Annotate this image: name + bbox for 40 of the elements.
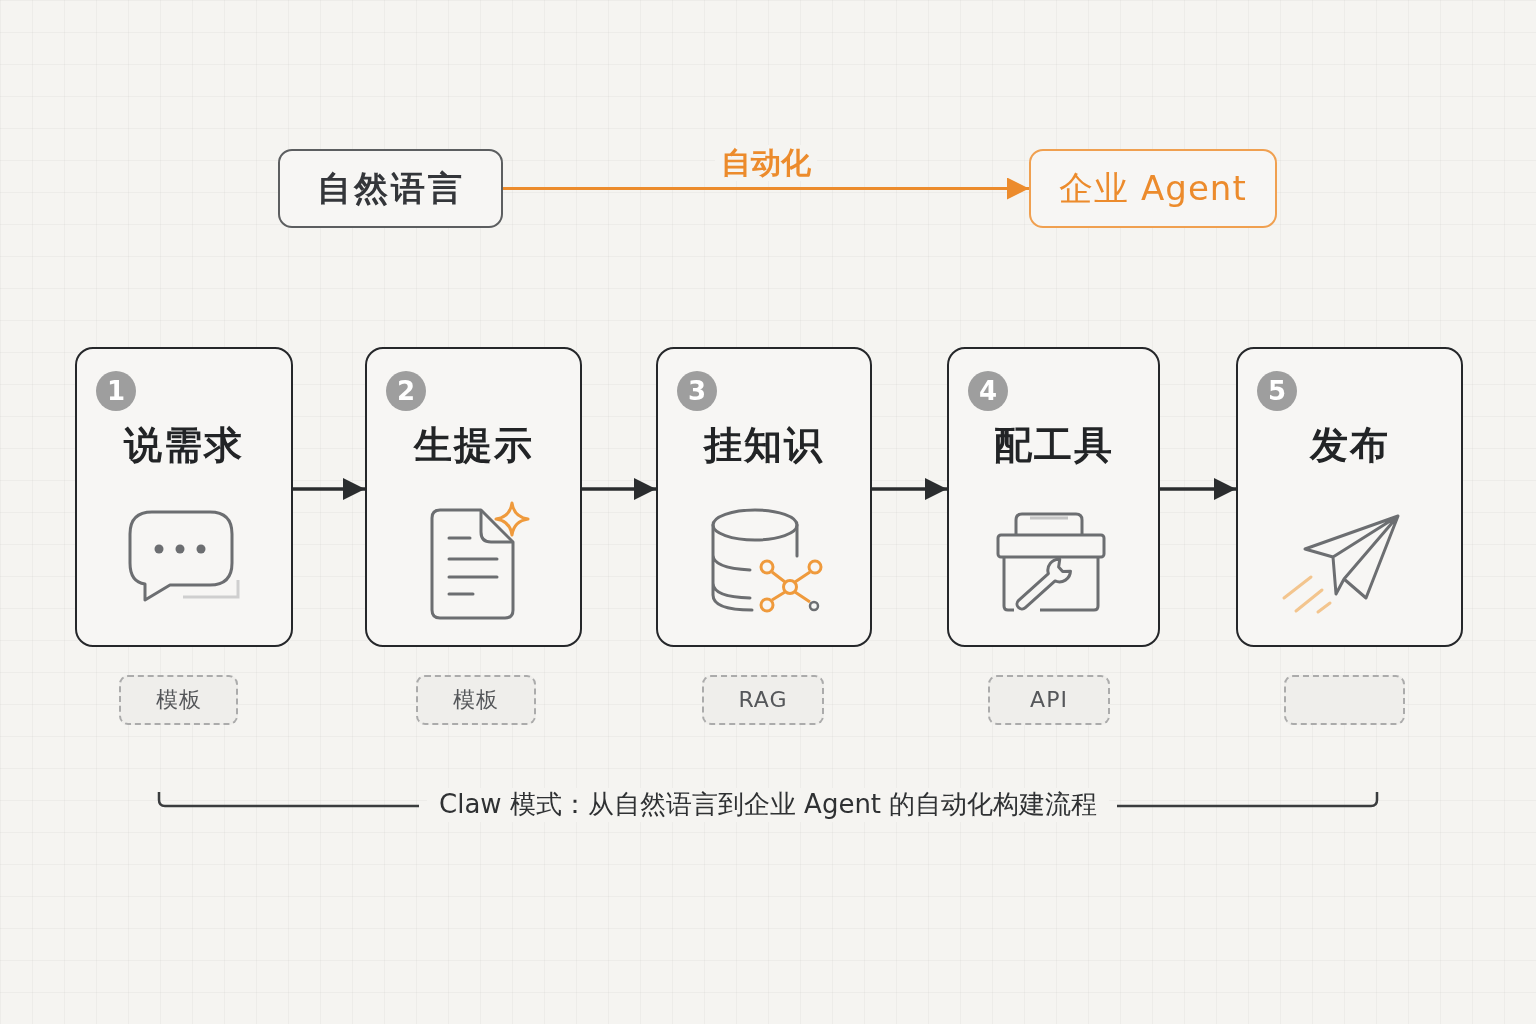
step-title: 挂知识 bbox=[704, 423, 824, 469]
tag-text: API bbox=[1030, 686, 1068, 714]
step-title: 发布 bbox=[1309, 423, 1390, 469]
step-number: 2 bbox=[396, 378, 416, 404]
dashed-tag bbox=[119, 675, 238, 725]
box-text: 企业 Agent bbox=[1059, 168, 1247, 209]
number-circle bbox=[1257, 371, 1297, 411]
number-circle bbox=[968, 371, 1008, 411]
step-title: 配工具 bbox=[993, 423, 1114, 469]
step-number: 4 bbox=[978, 378, 998, 404]
box-text: 自然语言 bbox=[316, 168, 465, 209]
dashed-tag bbox=[988, 675, 1110, 725]
tag-text: RAG bbox=[738, 686, 788, 714]
number-circle bbox=[386, 371, 426, 411]
dashed-tag bbox=[1284, 675, 1405, 725]
dashed-tag bbox=[702, 675, 824, 725]
arrow bbox=[582, 478, 656, 500]
label-box bbox=[278, 149, 503, 228]
number-circle bbox=[96, 371, 136, 411]
arrow bbox=[503, 177, 1029, 200]
step-card bbox=[75, 347, 293, 647]
arrow bbox=[293, 478, 365, 500]
highlight-box bbox=[1029, 149, 1277, 228]
step-number: 1 bbox=[106, 378, 126, 404]
step-number: 5 bbox=[1267, 378, 1287, 404]
number-circle bbox=[677, 371, 717, 411]
step-title: 生提示 bbox=[413, 423, 534, 469]
dashed-tag bbox=[416, 675, 536, 725]
tag-text: 模板 bbox=[453, 686, 499, 714]
step-card bbox=[365, 347, 582, 647]
arrow bbox=[872, 478, 947, 500]
arrow bbox=[1160, 478, 1236, 500]
edge-label: 自动化 bbox=[715, 144, 817, 181]
caption-text: Claw 模式：从自然语言到企业 Agent 的自动化构建流程 bbox=[427, 788, 1110, 822]
tag-text: 模板 bbox=[155, 686, 202, 714]
step-title: 说需求 bbox=[124, 423, 244, 469]
step-card bbox=[656, 347, 872, 647]
step-card bbox=[1236, 347, 1463, 647]
step-card bbox=[947, 347, 1160, 647]
step-number: 3 bbox=[687, 378, 707, 404]
